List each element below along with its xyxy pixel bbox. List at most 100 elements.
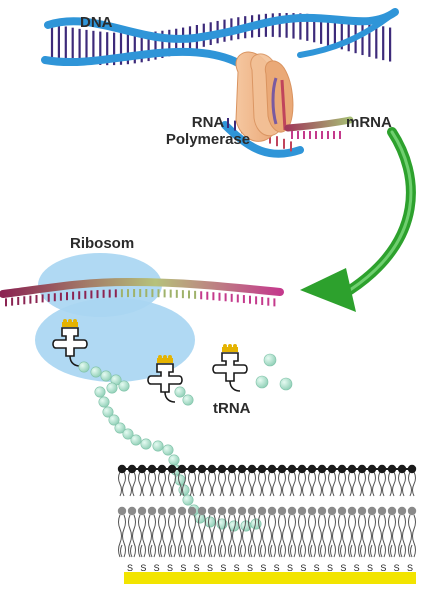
amino-acid-bead <box>122 428 134 440</box>
lipid-head-inner <box>317 506 327 516</box>
thiol-anchor-label: S <box>207 563 213 573</box>
lipid-head-inner <box>187 506 197 516</box>
amino-acid-bead <box>204 516 216 528</box>
mrna-strand <box>0 277 284 307</box>
lipid-head-inner <box>387 506 397 516</box>
lipid-head-inner <box>277 506 287 516</box>
dna-label: DNA <box>80 14 113 31</box>
amino-acid-bead <box>100 370 112 382</box>
amino-acid-bead <box>98 396 110 408</box>
amino-acid-bead <box>118 380 130 392</box>
amino-acid-bead <box>78 361 90 373</box>
lipid-head-inner <box>257 506 267 516</box>
lipid-head-inner <box>267 506 277 516</box>
thiol-anchor-label: S <box>327 563 333 573</box>
lipid-head-inner <box>247 506 257 516</box>
thiol-anchor-label: S <box>354 563 360 573</box>
thiol-anchor-label: S <box>394 563 400 573</box>
thiol-anchor-label: S <box>140 563 146 573</box>
lipid-head-inner <box>157 506 167 516</box>
lipid-head-inner <box>117 506 127 516</box>
peptide-chain <box>78 353 293 532</box>
lipid-head-inner <box>357 506 367 516</box>
dna-strand-bottom-right <box>297 9 398 58</box>
anticodon <box>62 322 78 327</box>
lipid-head-inner <box>297 506 307 516</box>
dna-double-helix <box>41 8 399 79</box>
thiol-anchor-label: S <box>314 563 320 573</box>
lipid-head-inner <box>227 506 237 516</box>
thiol-anchor-label: S <box>154 563 160 573</box>
lipid-head-inner <box>127 506 137 516</box>
thiol-anchor-label: S <box>260 563 266 573</box>
lipid-head-inner <box>407 506 417 516</box>
trna-label: tRNA <box>213 400 251 417</box>
amino-acid-bead <box>240 520 252 532</box>
trna <box>147 355 183 403</box>
free-amino-acid <box>263 353 277 367</box>
trna-body <box>212 352 248 382</box>
dna-strand-top <box>44 8 399 43</box>
trna <box>212 344 248 392</box>
dna-strand-bottom <box>41 47 259 79</box>
free-amino-acid <box>255 375 269 389</box>
lipid-head-inner <box>217 506 227 516</box>
thiol-anchor-label: S <box>274 563 280 573</box>
gold-substrate <box>124 572 416 584</box>
thiol-anchor-label: S <box>167 563 173 573</box>
lipid-head-inner <box>177 506 187 516</box>
amino-acid-bead <box>108 414 120 426</box>
rna-polymerase <box>235 51 294 142</box>
thiol-anchor-label: S <box>407 563 413 573</box>
thiol-anchor-label: S <box>247 563 253 573</box>
amino-acid-bead <box>106 382 118 394</box>
mrna-label: mRNA <box>346 114 392 131</box>
trna-molecules <box>52 319 248 403</box>
arrow-head <box>300 268 356 312</box>
lipid-head-inner <box>327 506 337 516</box>
lipid-head-inner <box>207 506 217 516</box>
amino-acid-bead <box>114 422 126 434</box>
trna-body <box>147 363 183 393</box>
lipid-head-inner <box>307 506 317 516</box>
rna-polymerase-label-line2: Polymerase <box>165 131 251 148</box>
amino-acid-bead <box>182 394 194 406</box>
lipid-head-inner <box>137 506 147 516</box>
lipid-head-inner <box>397 506 407 516</box>
free-amino-acid <box>279 377 293 391</box>
amino-acid-bead <box>94 386 106 398</box>
thiol-anchor-label: S <box>340 563 346 573</box>
thiol-anchor-label: S <box>367 563 373 573</box>
lipid-head-inner <box>147 506 157 516</box>
trna <box>52 319 88 367</box>
thiol-anchor-label: S <box>300 563 306 573</box>
lipid-head-inner <box>337 506 347 516</box>
amino-acid-bead <box>102 406 114 418</box>
amino-acid-bead <box>182 494 194 506</box>
thiol-anchor-label: S <box>127 563 133 573</box>
thiol-anchor-label: S <box>194 563 200 573</box>
lipid-head-inner <box>197 506 207 516</box>
amino-acid-bead <box>130 434 142 446</box>
transport-arrow <box>300 127 416 312</box>
amino-acid-bead <box>174 386 186 398</box>
amino-acid-bead <box>140 438 152 450</box>
anticodon <box>157 358 173 363</box>
rna-polymerase-label: RNA Polymerase <box>158 114 258 148</box>
amino-acid-bead <box>168 454 180 466</box>
lipid-head-inner <box>377 506 387 516</box>
thiol-anchor-label: S <box>287 563 293 573</box>
thiol-anchor-label: S <box>180 563 186 573</box>
ribosome-label: Ribosom <box>70 235 135 252</box>
rna-polymerase-label-line1: RNA <box>191 114 225 131</box>
amino-acid-bead <box>90 366 102 378</box>
thiol-anchor-label: S <box>220 563 226 573</box>
lipid-head-inner <box>367 506 377 516</box>
lipid-head-inner <box>237 506 247 516</box>
anticodon <box>222 347 238 352</box>
amino-acid-bead <box>178 484 190 496</box>
lipid-membrane <box>117 464 417 558</box>
lipid-head-inner <box>347 506 357 516</box>
